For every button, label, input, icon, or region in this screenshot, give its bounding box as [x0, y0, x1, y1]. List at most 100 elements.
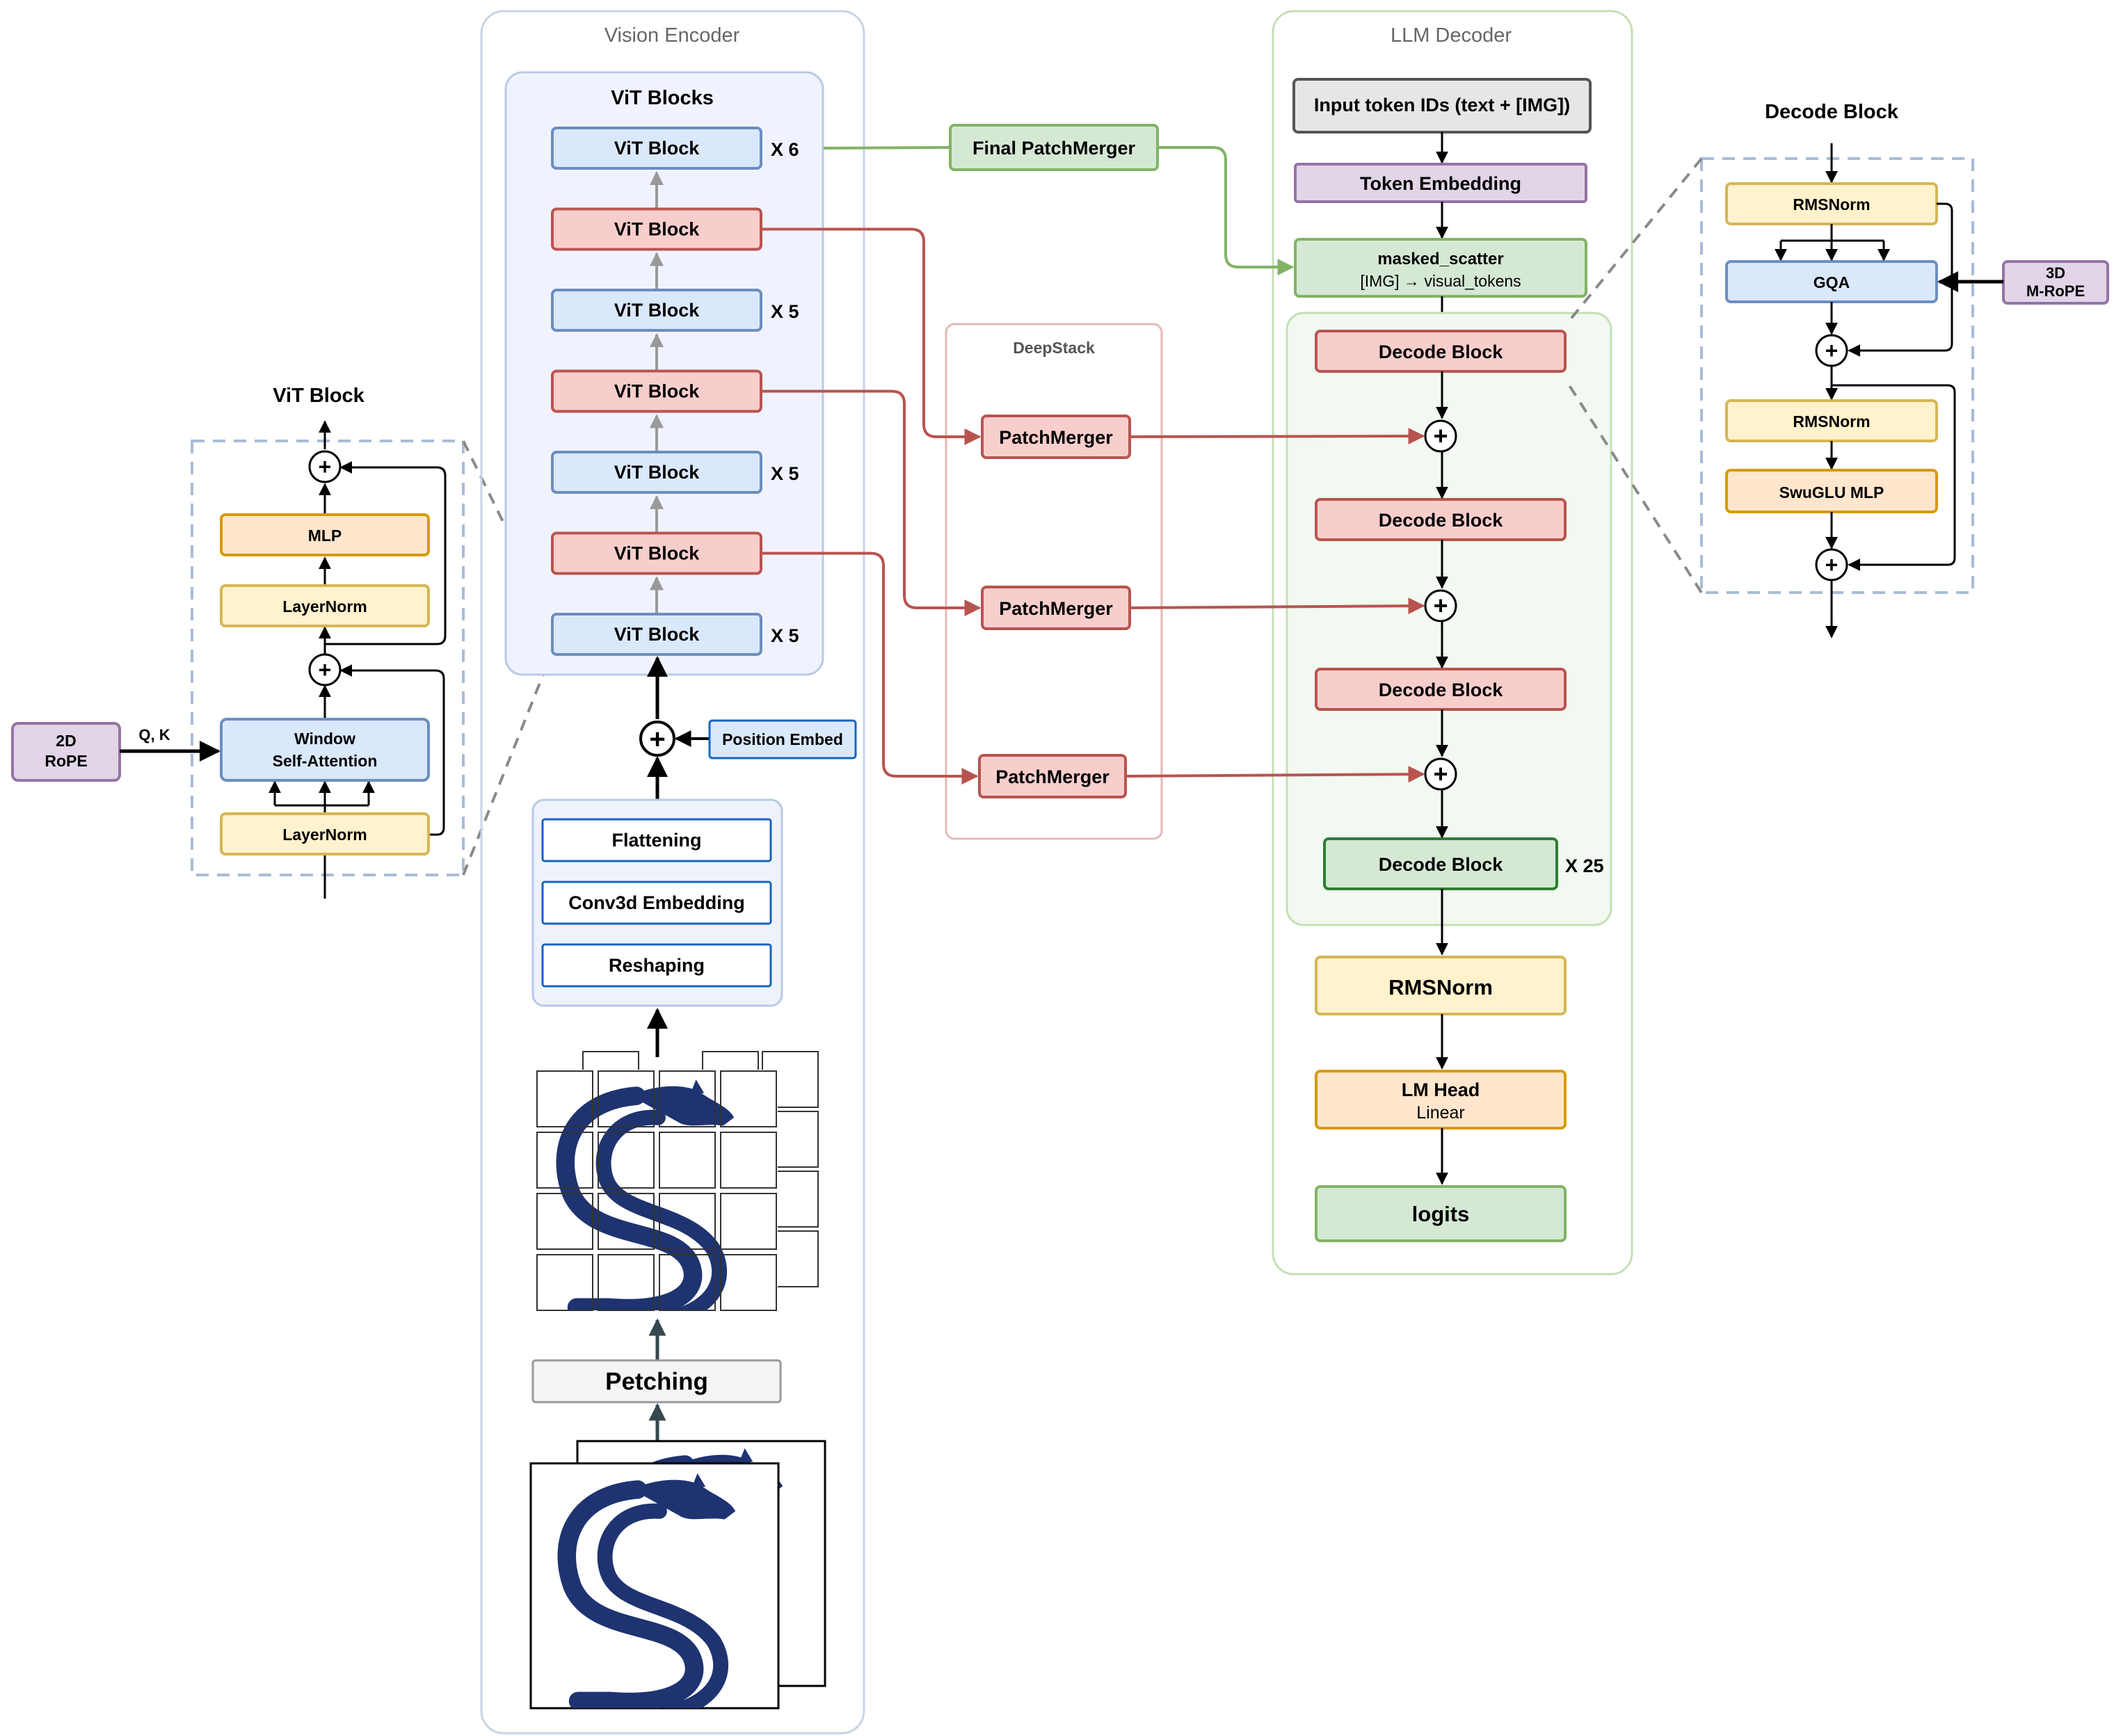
deepstack: DeepStack PatchMergerPatchMergerPatchMer…	[945, 323, 1163, 840]
deepstack-add-icon	[1424, 757, 1457, 791]
vit-block-label: ViT Block	[614, 462, 700, 483]
m-rope-line2: M-RoPE	[2026, 282, 2085, 300]
patch-merger-label: PatchMerger	[995, 766, 1110, 787]
decode-rmsnorm-top-label: RMSNorm	[1793, 195, 1870, 214]
decode-block-label: Decode Block	[1379, 341, 1504, 362]
window-self-attention-box	[220, 718, 430, 782]
vit-block-detail: ViT Block 2D RoPE Q, K LayerNorm Window …	[11, 385, 552, 899]
logits-label: logits	[1412, 1202, 1470, 1226]
final-patch-merger-label: Final PatchMerger	[972, 138, 1136, 159]
plus-icon: +	[649, 724, 665, 755]
input-image-frames	[529, 1440, 826, 1710]
patched-image-grid	[536, 1051, 819, 1311]
vit-block-label: ViT Block	[614, 381, 700, 402]
deepstack-add-icon	[1424, 419, 1457, 453]
plus-icon: +	[1433, 760, 1448, 788]
plus-icon: +	[1433, 421, 1448, 450]
patching-box	[531, 1359, 782, 1404]
plus-icon: +	[319, 657, 332, 682]
masked-scatter-line1: masked_scatter	[1377, 250, 1503, 268]
decode-block-detail-title: Decode Block	[1765, 101, 1899, 123]
vit-layernorm-top	[220, 584, 430, 627]
qk-label: Q, K	[138, 726, 170, 744]
vit-residual-add-1	[308, 653, 342, 686]
vision-encoder-title: Vision Encoder	[604, 24, 740, 47]
patch-merger-label: PatchMerger	[999, 427, 1113, 448]
token-embedding-box	[1294, 163, 1587, 203]
vit-block-label: ViT Block	[614, 300, 700, 321]
decode-block-detail-frame	[1700, 157, 1974, 594]
vit-blocks-title: ViT Blocks	[611, 87, 714, 109]
m-rope-line1: 3D	[2046, 264, 2065, 282]
vit-residual-add-2	[308, 450, 342, 483]
vision-encoder-frame	[480, 10, 865, 1735]
deepstack-frame	[945, 323, 1163, 840]
plus-icon: +	[1825, 552, 1839, 577]
lm-head-box	[1315, 1070, 1567, 1130]
vit-block-label: ViT Block	[614, 624, 700, 645]
masked-scatter-box	[1294, 238, 1587, 298]
patch-step-label: Conv3d Embedding	[568, 892, 745, 913]
patch-step-box	[541, 943, 772, 988]
decode-rmsnorm-mid-label: RMSNorm	[1793, 412, 1870, 431]
vit-layernorm-bottom	[220, 812, 430, 855]
patch-step-box	[541, 881, 772, 925]
patch-step-label: Reshaping	[609, 955, 705, 976]
decode-block-2	[1315, 498, 1567, 541]
plus-icon: +	[1825, 338, 1839, 363]
rope-2d-line1: 2D	[56, 732, 76, 750]
final-rmsnorm-box	[1315, 956, 1567, 1015]
vit-layernorm-bottom-label: LayerNorm	[282, 826, 367, 844]
swuglu-mlp-label: SwuGLU MLP	[1779, 483, 1884, 501]
decode-block-3	[1315, 668, 1567, 711]
last-decode-block-label: Decode Block	[1379, 854, 1504, 875]
llm-decoder-title: LLM Decoder	[1391, 24, 1512, 47]
deepstack-add-icon	[1424, 589, 1457, 622]
window-attention-line2: Self-Attention	[273, 752, 378, 770]
window-attention-line1: Window	[294, 730, 355, 748]
connection-arrows	[761, 146, 1425, 785]
lm-head-line2: Linear	[1416, 1103, 1465, 1123]
final-rmsnorm-label: RMSNorm	[1388, 975, 1493, 999]
gqa-label: GQA	[1813, 273, 1850, 291]
position-embed-box	[708, 719, 857, 760]
patch-step-label: Flattening	[612, 830, 702, 851]
decode-block-label: Decode Block	[1379, 510, 1504, 531]
vit-block-3	[551, 289, 762, 332]
vit-block-1	[551, 127, 762, 170]
vit-block-label: ViT Block	[614, 138, 700, 159]
vit-block-repeat: X 5	[771, 463, 799, 484]
vit-block-detail-frame	[191, 440, 465, 876]
vit-block-detail-title: ViT Block	[273, 385, 365, 407]
vit-block-label: ViT Block	[614, 543, 700, 564]
plus-icon: +	[1433, 591, 1448, 620]
vit-block-5	[551, 451, 762, 494]
llm-decoder-frame	[1272, 10, 1633, 1276]
masked-scatter-line2: [IMG] → visual_tokens	[1360, 272, 1521, 290]
token-embedding-label: Token Embedding	[1360, 173, 1521, 194]
vit-block-repeat: X 5	[771, 625, 799, 646]
vit-mlp-box	[220, 513, 430, 556]
last-decode-repeat: X 25	[1565, 855, 1604, 876]
vit-block-7	[551, 613, 762, 656]
position-add-icon	[639, 721, 675, 757]
deepstack-title: DeepStack	[1013, 339, 1095, 357]
last-decode-block-box	[1323, 837, 1558, 890]
vit-mlp-label: MLP	[308, 527, 342, 545]
llm-decoder: LLM Decoder Input token IDs (text + [IMG…	[1272, 10, 1633, 1276]
position-embed-label: Position Embed	[722, 730, 843, 748]
vit-layernorm-top-label: LayerNorm	[282, 597, 367, 616]
decode-block-1	[1315, 330, 1567, 373]
vit-block-repeat: X 5	[771, 301, 799, 322]
lm-head-line1: LM Head	[1402, 1079, 1480, 1100]
decode-block-label: Decode Block	[1379, 680, 1504, 700]
input-token-ids-label: Input token IDs (text + [IMG])	[1314, 95, 1570, 115]
patching-label: Petching	[605, 1368, 708, 1395]
vit-block-repeat: X 6	[771, 139, 799, 160]
rope-2d-line2: RoPE	[45, 752, 87, 770]
vit-block-label: ViT Block	[614, 219, 700, 240]
